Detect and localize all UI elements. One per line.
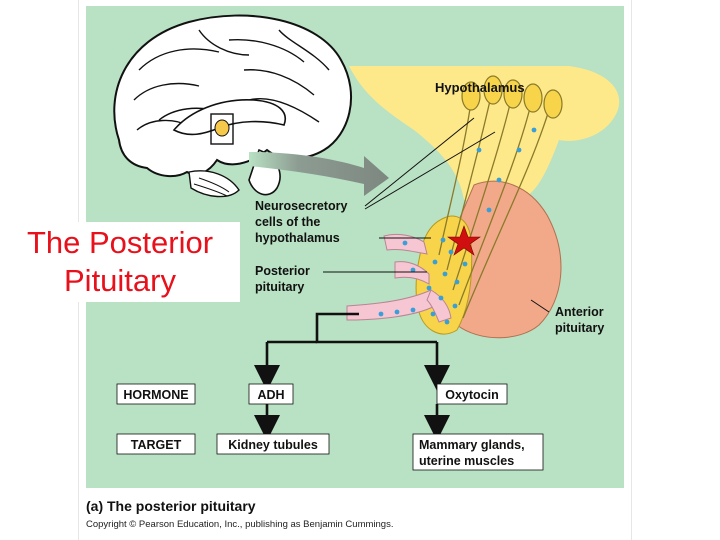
neuron-bodies (461, 75, 563, 119)
posterior-pituitary-label-line2: pituitary (255, 280, 304, 294)
hormone-box-adh (248, 383, 294, 405)
hormone-name-adh: ADH (257, 388, 284, 402)
anterior-pituitary-label-line2: pituitary (555, 321, 604, 335)
neurosecretory-label-line2: cells of the (255, 215, 320, 229)
hormone-row-label: HORMONE (123, 388, 188, 402)
target-row-label: TARGET (131, 438, 182, 452)
figure-panel: Hypothalamus Neurosecretory cells of the… (78, 0, 632, 540)
label-leader-lines (323, 117, 550, 313)
hormone-name-oxytocin: Oxytocin (445, 388, 499, 402)
slide-title-line2: Pituitary (64, 263, 176, 298)
brain-midsagittal-icon (113, 14, 353, 198)
target-box-kidney (216, 433, 330, 455)
anterior-pituitary-label-line1: Anterior (555, 305, 604, 319)
hormone-box-oxytocin (436, 383, 508, 405)
posterior-pituitary-label-line1: Posterior (255, 264, 310, 278)
figure-caption: (a) The posterior pituitary (86, 498, 256, 514)
neurosecretory-label-line1: Neurosecretory (255, 199, 347, 213)
red-star-icon (447, 225, 481, 256)
target-box-mammary (412, 433, 544, 471)
neurosecretory-label-line3: hypothalamus (255, 231, 340, 245)
enlargement-arrow (249, 152, 389, 196)
slide-title: The Posterior Pituitary (0, 222, 240, 302)
target-name-kidney: Kidney tubules (228, 438, 318, 452)
hormone-flow-lines (254, 312, 450, 441)
hormone-row-box (116, 383, 196, 405)
secretory-granules (378, 127, 537, 325)
copyright-notice: Copyright © Pearson Education, Inc., pub… (86, 519, 394, 530)
slide-title-line1: The Posterior (26, 225, 214, 260)
neurosecretory-axons (438, 95, 550, 319)
target-name-mammary-line1: Mammary glands, (419, 438, 525, 452)
target-name-mammary-line2: uterine muscles (419, 454, 514, 468)
target-row-box (116, 433, 196, 455)
hypothalamus-label: Hypothalamus (435, 80, 525, 95)
